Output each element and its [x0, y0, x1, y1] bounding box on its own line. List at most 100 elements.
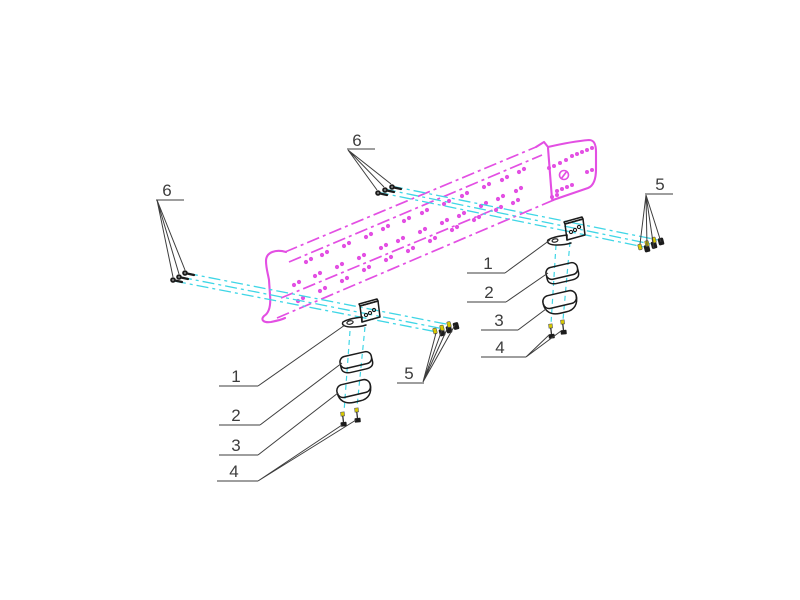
callout-3-left: 3 — [219, 392, 339, 456]
mounting-hole — [361, 252, 367, 258]
callout-2-left-label: 2 — [231, 406, 240, 425]
mounting-hole — [493, 207, 499, 213]
bolt-centerlines — [173, 185, 659, 413]
mounting-hole — [308, 256, 314, 262]
mounting-hole — [383, 257, 389, 263]
mounting-hole — [456, 213, 462, 219]
screw — [548, 323, 555, 339]
mounting-hole — [590, 146, 594, 150]
face-holes — [291, 166, 527, 304]
callout-4-right: 4 — [481, 330, 562, 358]
mounting-hole — [363, 234, 369, 240]
mounting-hole — [339, 261, 345, 267]
axis-line — [173, 280, 438, 333]
pivot-hole — [558, 169, 570, 181]
mounting-hole — [471, 217, 477, 223]
callout-stack-right: 1 2 3 4 — [467, 239, 562, 358]
beam-left-end-profile — [261, 249, 288, 324]
mounting-hole — [300, 295, 306, 301]
mounting-hole — [317, 288, 323, 294]
pivot-hole-slash — [560, 170, 568, 180]
mounting-hole — [388, 254, 394, 260]
mounting-hole — [513, 188, 519, 194]
callout-2-right: 2 — [467, 272, 549, 303]
bracket-right — [546, 216, 586, 246]
mounting-hole — [296, 279, 302, 285]
nut — [643, 244, 651, 253]
mounting-hole — [454, 224, 460, 230]
callout-4-right-label: 4 — [495, 338, 504, 357]
mounting-hole — [585, 148, 589, 152]
mounting-hole — [339, 278, 345, 284]
mounting-hole — [510, 200, 516, 206]
mounting-hole — [383, 242, 389, 248]
mounting-hole — [410, 245, 416, 251]
mounting-hole — [361, 267, 367, 273]
screw — [560, 319, 567, 335]
bolt-cluster-middle — [375, 184, 403, 197]
mounting-hole — [446, 198, 452, 204]
beam-right-end-boundary — [546, 146, 554, 201]
screw — [354, 407, 361, 423]
callout-2-left: 2 — [219, 362, 343, 426]
mounting-hole — [346, 240, 352, 246]
projection-line — [356, 326, 366, 408]
mounting-hole — [464, 190, 470, 196]
callout-6-left: 6 — [156, 181, 186, 278]
mounting-hole — [401, 218, 407, 224]
bolt — [170, 277, 184, 284]
mounting-hole — [481, 184, 487, 190]
bolt — [176, 274, 190, 281]
callout-1-right: 1 — [467, 239, 551, 274]
mounting-hole — [580, 150, 584, 154]
nut-cluster-right — [637, 236, 665, 253]
nut — [650, 241, 658, 249]
axis-line — [179, 276, 445, 330]
bracket-left — [341, 298, 381, 328]
washer-part — [439, 324, 445, 332]
mounting-hole — [322, 285, 328, 291]
callout-1-right-label: 1 — [483, 254, 492, 273]
callout-2-right-label: 2 — [484, 283, 493, 302]
axis-line — [376, 191, 645, 248]
mounting-hole — [366, 264, 372, 270]
callout-5-middle-label: 5 — [404, 364, 413, 383]
mounting-hole — [356, 255, 362, 261]
mounting-hole — [486, 181, 492, 187]
axis-line — [185, 272, 452, 326]
nut — [452, 322, 460, 330]
mounting-hole — [550, 195, 554, 199]
mounting-hole — [547, 166, 551, 170]
mounting-hole — [344, 275, 350, 281]
mounting-hole — [422, 226, 428, 232]
callout-5-right-label: 5 — [655, 175, 664, 194]
mounting-hole — [570, 183, 574, 187]
bolt — [382, 187, 396, 194]
washer-part — [432, 327, 438, 335]
mounting-hole — [516, 169, 522, 175]
axis-line — [383, 188, 652, 245]
bolt — [182, 270, 196, 277]
mounting-hole — [319, 252, 325, 258]
mounting-hole — [521, 166, 527, 172]
mounting-hole — [575, 152, 579, 156]
mounting-hole — [419, 210, 425, 216]
cup-right — [542, 289, 578, 315]
mounting-hole — [498, 204, 504, 210]
mounting-hole — [459, 193, 465, 199]
mounting-hole — [500, 193, 506, 199]
mounting-hole — [317, 270, 323, 276]
end-holes — [547, 146, 594, 199]
mounting-hole — [439, 220, 445, 226]
beam-bottom-edge — [276, 198, 557, 319]
callout-1-left-label: 1 — [231, 367, 240, 386]
mounting-hole — [380, 226, 386, 232]
mounting-hole — [555, 193, 559, 197]
mounting-hole — [461, 210, 467, 216]
beam-inner-fold-line — [280, 206, 501, 299]
callout-1-left: 1 — [219, 324, 346, 387]
mounting-hole — [334, 264, 340, 270]
beam-top-edge — [284, 146, 537, 253]
